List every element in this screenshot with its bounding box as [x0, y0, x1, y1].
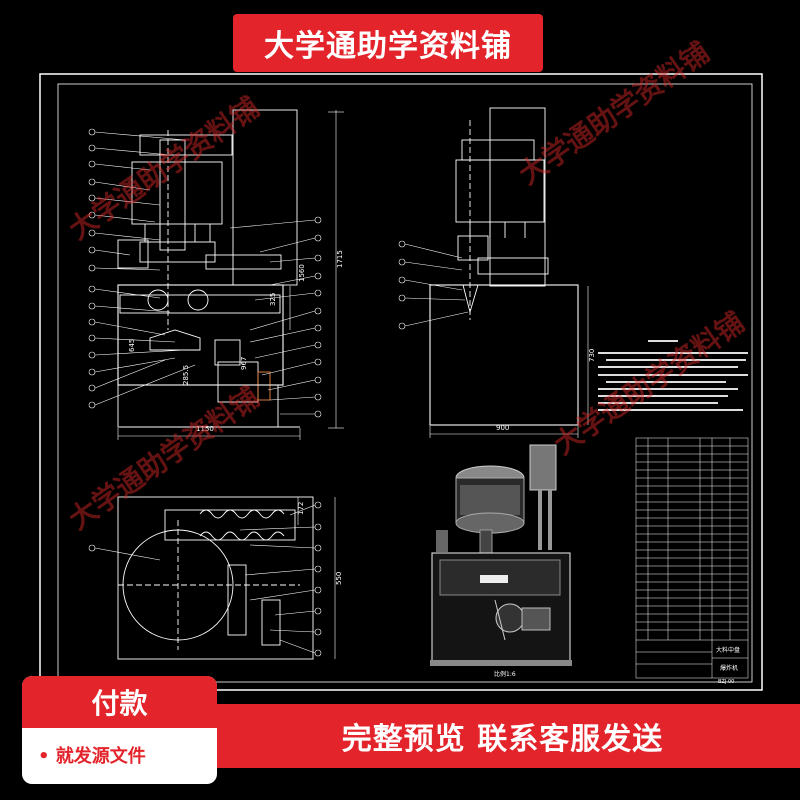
- dim-plan-b: 550: [335, 572, 343, 585]
- outer-frame: [39, 73, 763, 691]
- dim-front-low: 645: [128, 339, 136, 352]
- dim-front-height-upper: 1560: [298, 264, 306, 282]
- payment-subtitle: • 就发源文件: [38, 746, 146, 767]
- side-view-leaders: [398, 240, 589, 438]
- render-scale-note: 比例1:6: [494, 670, 516, 678]
- dim-side-height: 730: [588, 349, 596, 362]
- title-block-code: BZJ-00: [718, 679, 734, 685]
- dim-front-mid: 325: [269, 293, 277, 306]
- title-block-name-a: 大料中盘: [716, 646, 740, 654]
- dim-front-height-total: 1715: [336, 250, 344, 268]
- dim-front-width: 1150: [196, 425, 214, 433]
- payment-card-header: 付款: [22, 676, 217, 728]
- inner-frame: [57, 83, 753, 683]
- dim-plan-a: 172: [297, 502, 305, 515]
- machine-3d-render: [430, 444, 572, 666]
- dim-front-low2: 285.5: [182, 365, 190, 385]
- dim-side-width: 900: [496, 424, 509, 432]
- contact-service-bar[interactable]: 完整预览 联系客服发送: [205, 704, 800, 768]
- payment-card[interactable]: 付款 • 就发源文件: [22, 676, 217, 784]
- dim-front-low3: 967: [240, 357, 248, 370]
- payment-title: 付款: [91, 687, 148, 720]
- plan-view-leaders: [88, 497, 336, 659]
- title-block-name-b: 爆炸机: [720, 664, 738, 672]
- side-view: [429, 107, 579, 426]
- contact-service-text: 完整预览 联系客服发送: [341, 722, 664, 757]
- shop-banner-title: 大学通助学资料铺: [264, 29, 512, 64]
- front-view-leaders: [88, 110, 344, 440]
- technical-notes: [598, 340, 748, 411]
- shop-banner: 大学通助学资料铺: [233, 14, 543, 72]
- plan-view: [117, 496, 314, 660]
- bom-table: [635, 437, 749, 679]
